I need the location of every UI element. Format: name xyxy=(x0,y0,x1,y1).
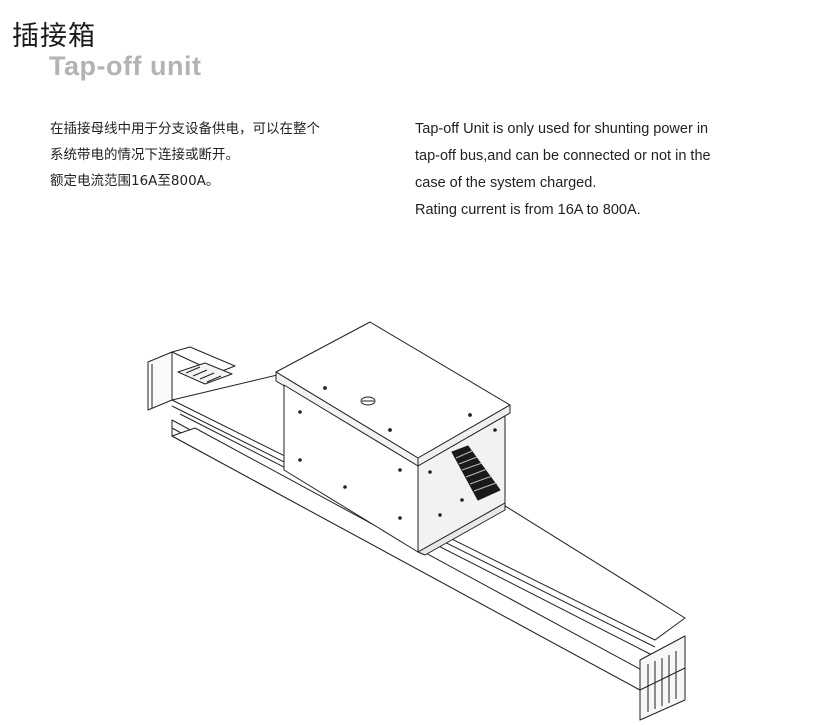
page-title-en: Tap-off unit xyxy=(49,51,202,81)
description-en: Tap-off Unit is only used for shunting p… xyxy=(415,116,815,224)
description-cn: 在插接母线中用于分支设备供电，可以在整个 系统带电的情况下连接或断开。 额定电流… xyxy=(50,116,390,194)
description-cn-line: 系统带电的情况下连接或断开。 xyxy=(50,147,239,163)
busbar-terminal-block xyxy=(177,362,233,385)
description-en-line: Rating current is from 16A to 800A. xyxy=(415,202,641,218)
description-cn-line: 在插接母线中用于分支设备供电，可以在整个 xyxy=(50,121,320,137)
description-cn-line: 额定电流范围16A至800A。 xyxy=(50,173,220,189)
description-en-line: Tap-off Unit is only used for shunting p… xyxy=(415,121,709,137)
cable-gland-icon xyxy=(451,445,501,501)
page-title-cn: 插接箱 xyxy=(12,21,96,52)
description-en-line: tap-off bus,and can be connected or not … xyxy=(415,148,711,164)
tap-off-box xyxy=(275,321,511,556)
description-en-line: case of the system charged. xyxy=(415,175,597,191)
